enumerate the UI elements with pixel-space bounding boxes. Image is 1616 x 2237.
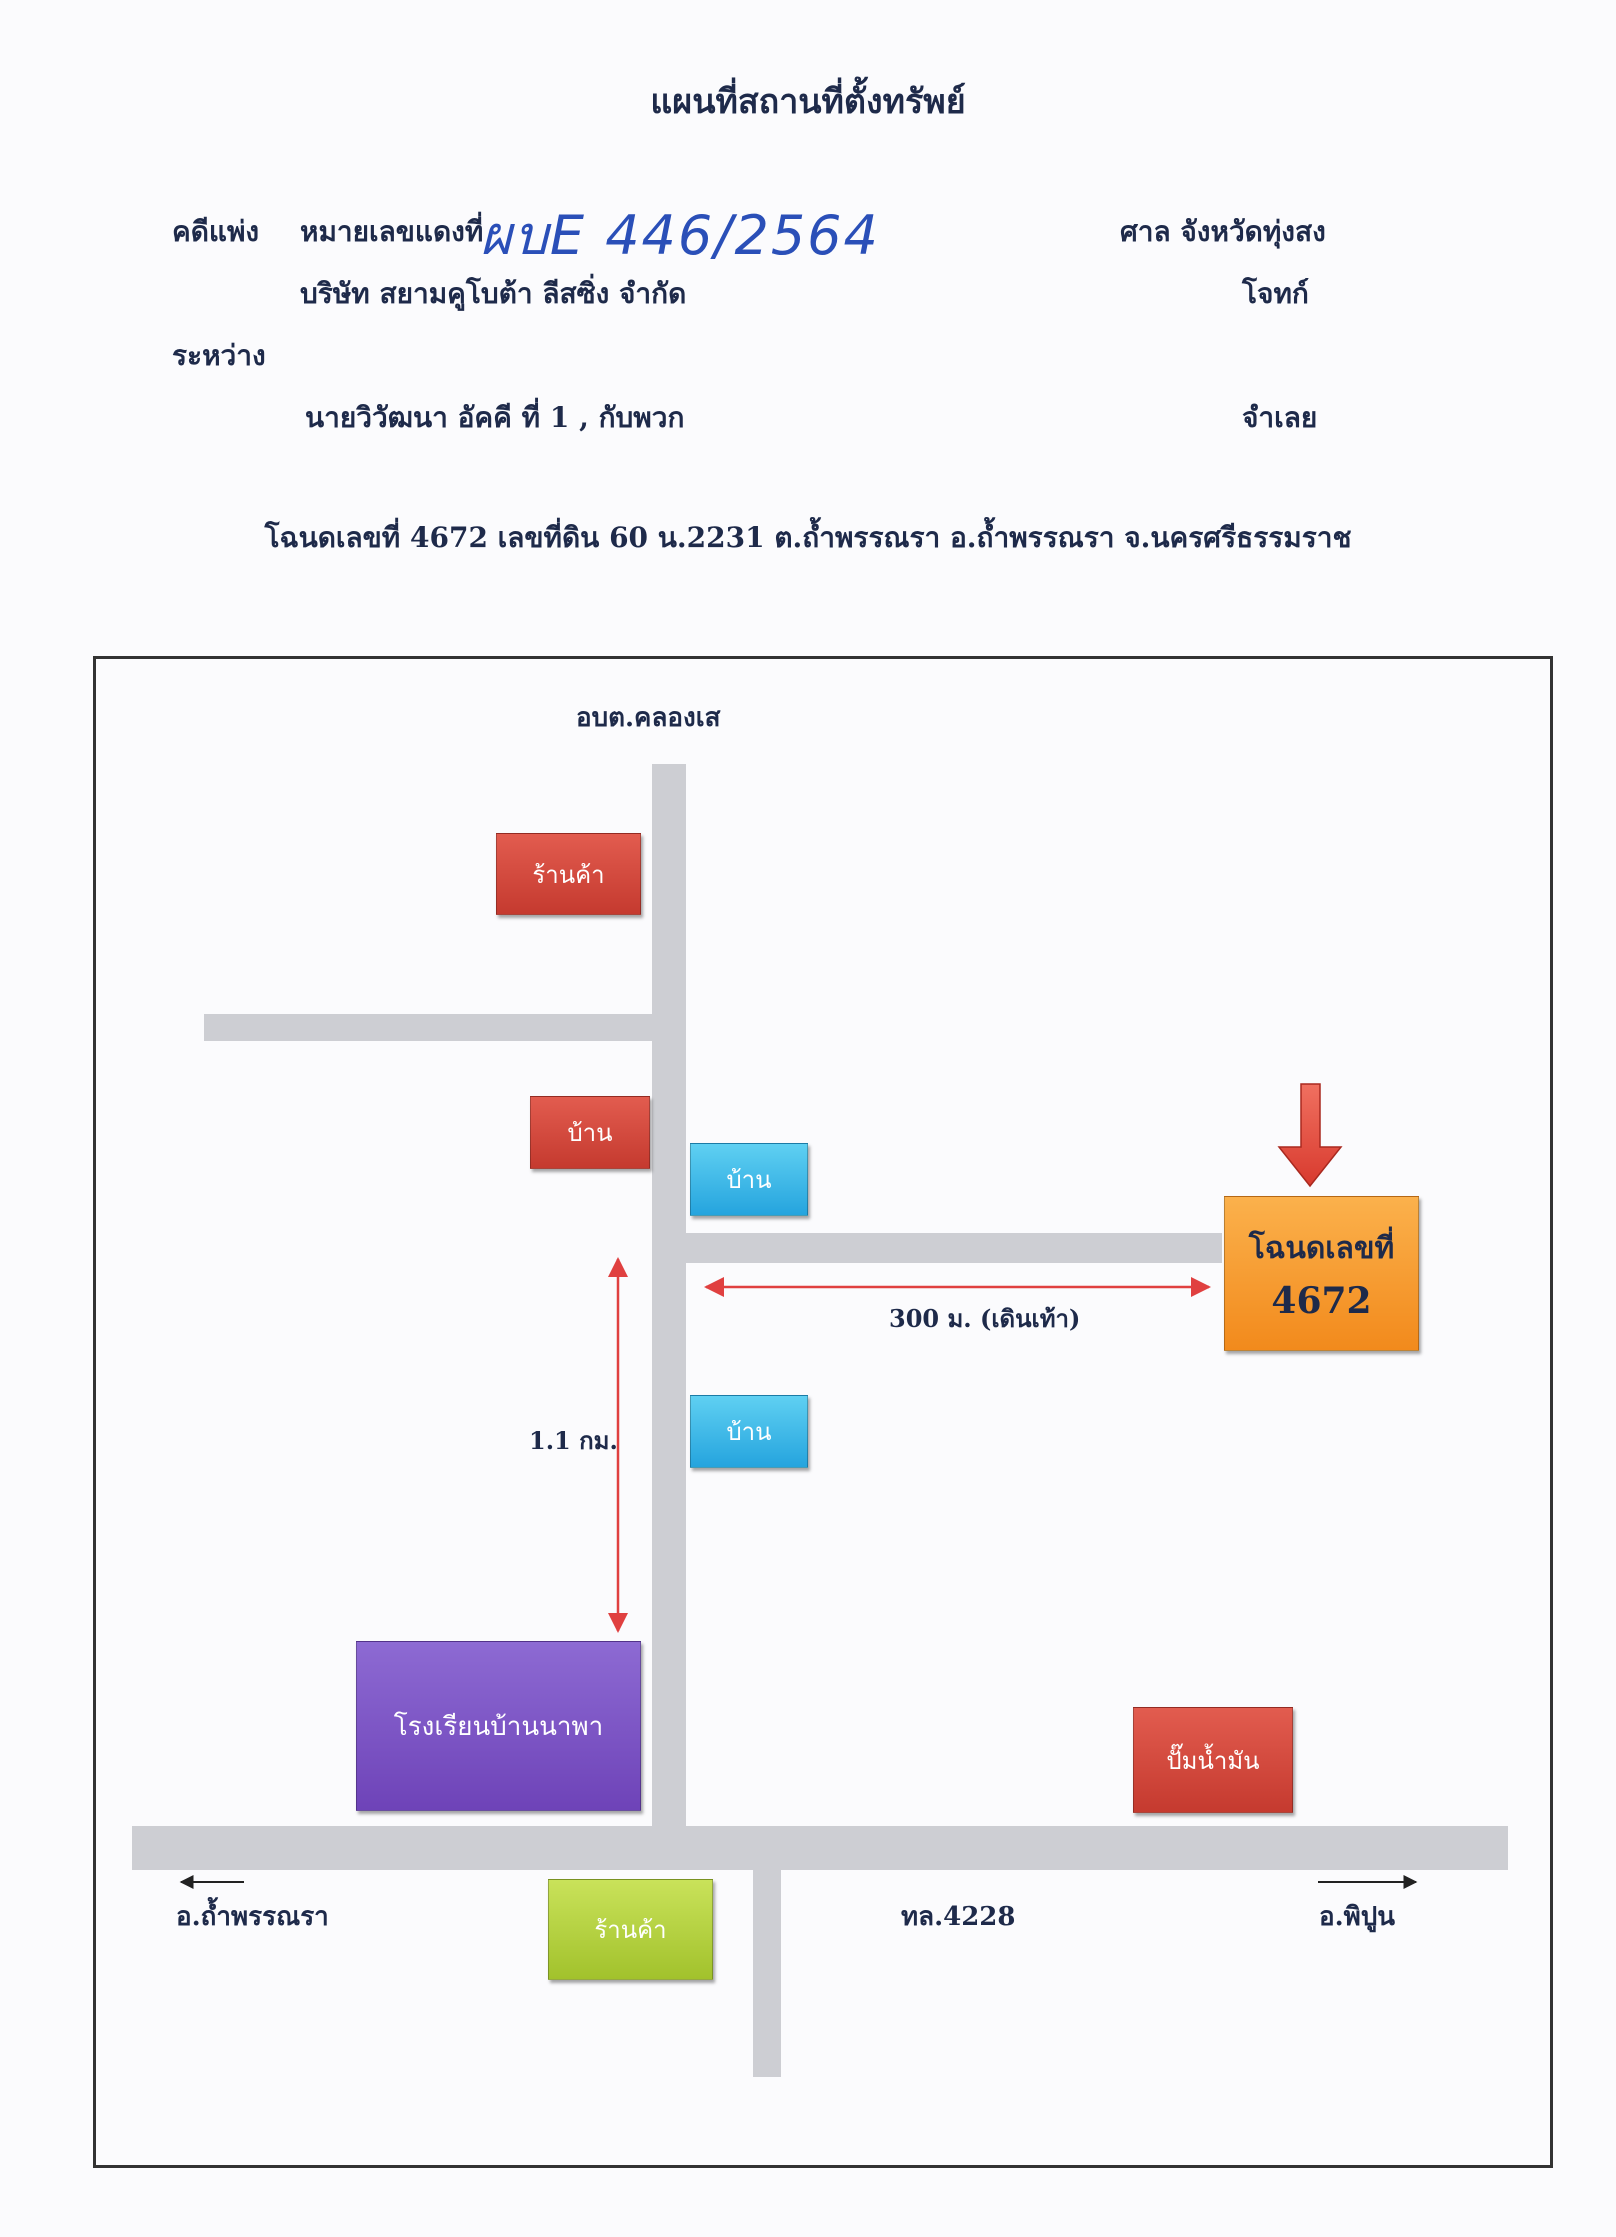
walk-distance-label: 300 ม. (เดินเท้า) <box>889 1304 1081 1333</box>
road-south <box>753 1870 781 2077</box>
top-road-label: อบต.คลองเส <box>576 703 721 733</box>
target-plot-label: โฉนดเลขที่ <box>1248 1231 1395 1266</box>
map-arrows <box>179 1083 1418 1889</box>
shop-bottom: ร้านค้า <box>548 1879 713 1980</box>
defendant-name: นายวิวัฒนา อัคคี ที่ 1 , กับพวก <box>305 401 685 434</box>
plaintiff-name: บริษัท สยามคูโบต้า ลีสซิ่ง จำกัด <box>300 277 687 310</box>
main-road-vertical <box>652 764 686 1849</box>
deed-info-line: โฉนดเลขที่ 4672 เลขที่ดิน 60 น.2231 ต.ถ้… <box>264 521 1352 554</box>
down-arrow-icon <box>1277 1083 1343 1188</box>
plaintiff-role: โจทก์ <box>1242 277 1309 310</box>
between-label: ระหว่าง <box>172 339 266 372</box>
drive-distance-label: 1.1 กม. <box>529 1426 618 1455</box>
gas-station: ปั๊มน้ำมัน <box>1133 1707 1293 1813</box>
civil-case-label: คดีแพ่ง <box>172 215 260 248</box>
red-case-number: ผบE 446/2564 <box>480 204 880 267</box>
court-name: ศาล จังหวัดทุ่งสง <box>1120 215 1326 248</box>
house-left: บ้าน <box>530 1096 650 1169</box>
house-right-lower: บ้าน <box>690 1395 808 1468</box>
target-plot-box: โฉนดเลขที่ 4672 <box>1224 1196 1419 1351</box>
red-case-label: หมายเลขแดงที่ <box>300 215 484 248</box>
school: โรงเรียนบ้านนาพา <box>356 1641 641 1811</box>
target-plot-number: 4672 <box>1271 1280 1372 1322</box>
page-title: แผนที่สถานที่ตั้งทรัพย์ <box>650 82 966 122</box>
location-map: อบต.คลองเส ร้านค้า บ้าน บ้าน บ้าน โรงเรี… <box>93 656 1553 2168</box>
shop-top: ร้านค้า <box>496 833 641 915</box>
highway-4228 <box>132 1826 1508 1870</box>
right-destination-label: อ.พิปูน <box>1319 1902 1396 1932</box>
side-road-to-plot <box>686 1233 1222 1263</box>
house-right-upper: บ้าน <box>690 1143 808 1216</box>
side-road-upper-left <box>204 1014 660 1041</box>
defendant-role: จำเลย <box>1242 401 1318 434</box>
left-destination-label: อ.ถ้ำพรรณรา <box>176 1902 329 1932</box>
highway-label: ทล.4228 <box>901 1902 1016 1932</box>
